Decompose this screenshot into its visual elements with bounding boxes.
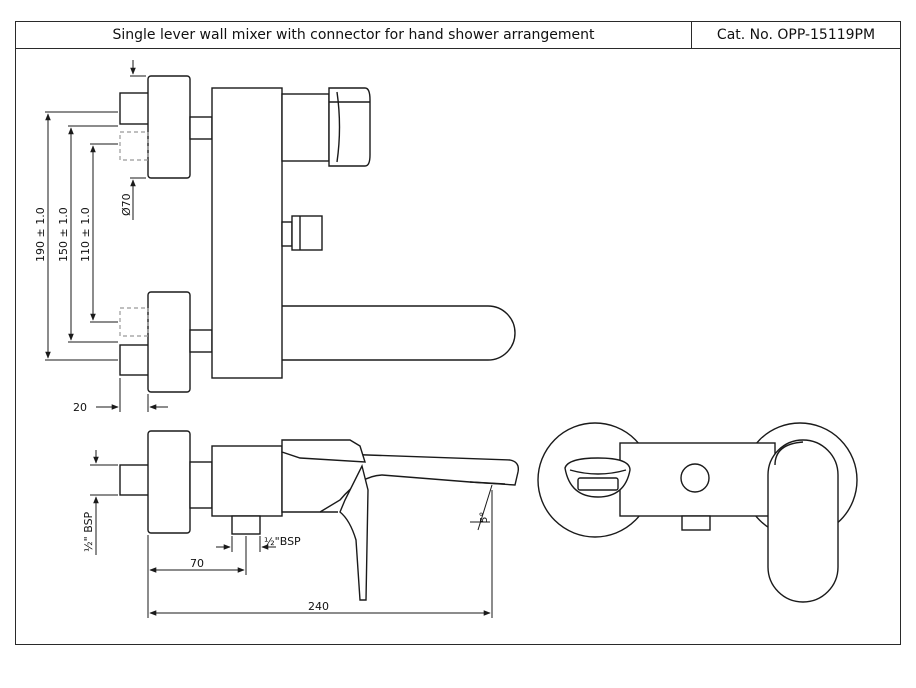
product-title: Single lever wall mixer with connector f… (16, 22, 692, 48)
dim-190: 190 ± 1.0 (34, 207, 47, 262)
dim-bsp-vertical: ½" BSP (82, 511, 95, 552)
dim-angle: 5° (479, 512, 490, 523)
top-view-outlet (681, 515, 711, 531)
dim-150: 150 ± 1.0 (57, 207, 70, 262)
top-connector (189, 116, 213, 140)
side-spout (281, 451, 520, 513)
top-view (537, 422, 858, 603)
top-wall-flange (147, 75, 191, 179)
diverter-stem (281, 221, 293, 247)
side-view (119, 430, 520, 601)
hidden-outlines (119, 131, 149, 337)
lever-handle (328, 87, 371, 167)
bottom-eccentric-stub (119, 344, 151, 376)
top-view-diverter (680, 463, 710, 493)
side-dimensions (90, 450, 493, 618)
dim-110: 110 ± 1.0 (79, 207, 92, 262)
dim-bsp-horizontal: ½"BSP (264, 535, 301, 548)
dim-diameter-70: Ø70 (120, 193, 133, 216)
lever-neck (281, 93, 330, 162)
side-lever-handle (339, 463, 369, 601)
side-eccentric-stub (119, 464, 151, 496)
side-outlet (231, 515, 261, 535)
side-lever-top (281, 439, 366, 463)
diverter-knob (291, 215, 323, 251)
top-eccentric-stub (119, 92, 151, 125)
side-connector (189, 461, 213, 509)
spout (279, 305, 516, 361)
drawing-sheet: Single lever wall mixer with connector f… (15, 21, 901, 645)
side-body (211, 445, 283, 517)
dim-240: 240 (308, 600, 329, 613)
front-view (119, 75, 516, 393)
side-wall-flange (147, 430, 191, 534)
catalog-number: Cat. No. OPP-15119PM (716, 27, 876, 43)
dim-70: 70 (190, 557, 204, 570)
dim-20: 20 (73, 401, 87, 414)
front-dimensions (45, 60, 168, 412)
top-view-spout (767, 439, 839, 603)
bottom-connector (189, 329, 213, 353)
title-block: Single lever wall mixer with connector f… (16, 22, 900, 49)
bottom-wall-flange (147, 291, 191, 393)
mixer-body (211, 87, 283, 379)
